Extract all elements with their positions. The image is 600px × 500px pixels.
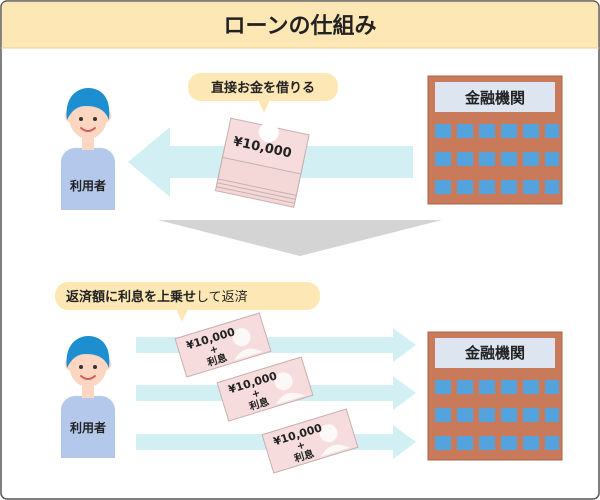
repay-arrow-1 xyxy=(136,328,416,362)
bubble-borrow: 直接お金を借りる xyxy=(188,73,338,113)
title-bar xyxy=(1,1,599,49)
svg-text:+: + xyxy=(209,344,220,357)
svg-text:返済額に利息を上乗せして返済: 返済額に利息を上乗せして返済 xyxy=(66,289,248,305)
user-label-bottom: 利用者 xyxy=(70,420,106,435)
svg-text:+: + xyxy=(296,440,307,453)
transition-arrow xyxy=(158,220,442,256)
svg-text:直接お金を借りる: 直接お金を借りる xyxy=(211,80,315,96)
bank-label-bottom: 金融機関 xyxy=(464,344,525,362)
user-label-top: 利用者 xyxy=(70,178,106,193)
diagram-title: ローンの仕組み xyxy=(224,13,377,39)
banknote-stack: ¥10,000 xyxy=(214,117,310,208)
bubble-repay: 返済額に利息を上乗せして返済 xyxy=(55,282,320,322)
bubble-repay-bold: 返済額に利息を上乗せ xyxy=(66,289,196,305)
svg-text:+: + xyxy=(251,388,262,401)
bubble-repay-normal: して返済 xyxy=(196,289,248,305)
bank-label-top: 金融機関 xyxy=(464,89,525,107)
